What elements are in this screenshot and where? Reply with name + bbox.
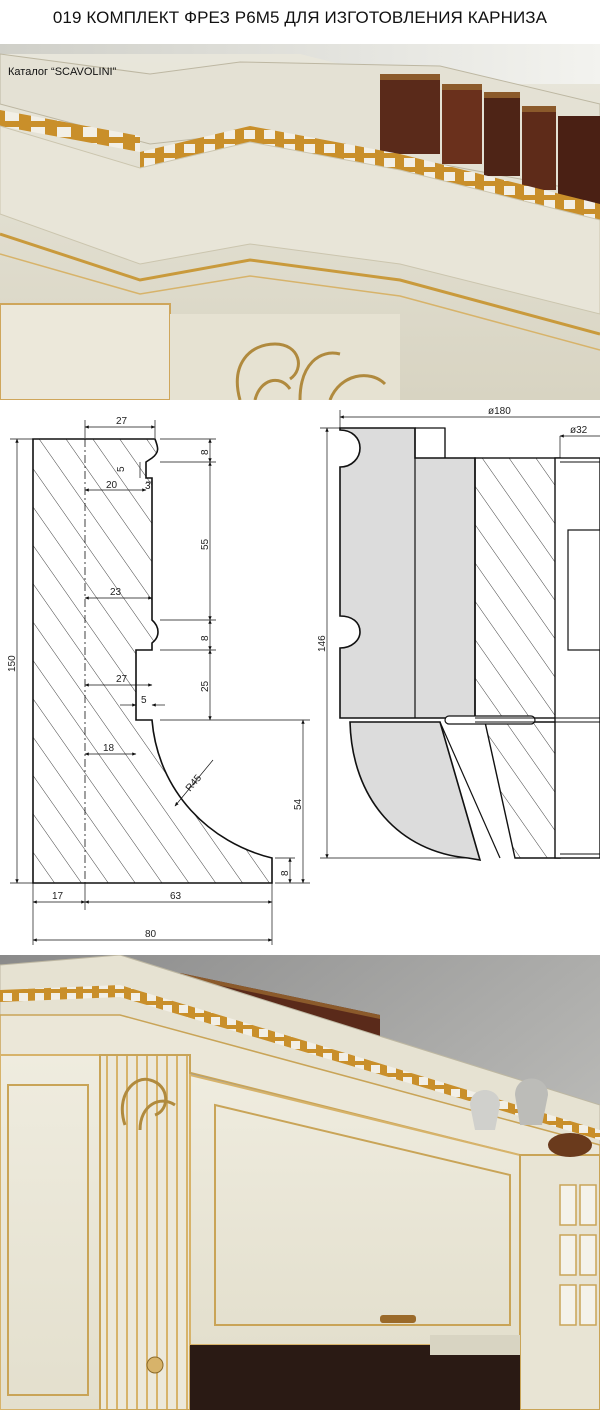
dim-150: 150 (7, 655, 18, 672)
dim-bore-32: ø32 (570, 425, 588, 436)
dim-r45: R45 (184, 772, 205, 793)
spacer-ring (444, 715, 536, 725)
cornice-profile (32, 438, 273, 884)
cabinet-main-panel (214, 1103, 511, 1326)
backsplash (190, 1345, 520, 1410)
pilaster-bottom (99, 1054, 191, 1410)
dim-63: 63 (170, 891, 182, 902)
dim-5-mid: 5 (141, 695, 147, 706)
dim-23: 23 (110, 587, 122, 598)
dentil-band-mid (140, 126, 250, 168)
dentil-band-left (0, 110, 140, 152)
kitchen-photo-bottom (0, 955, 600, 1410)
cutter-dimensions (320, 410, 600, 859)
knob-left (146, 1356, 164, 1374)
cornice-photo-top (0, 44, 600, 400)
cabinet-panel (0, 303, 171, 400)
cutter-dimension-labels: ø180 ø32 146 (317, 406, 588, 652)
carved-acanthus (235, 342, 387, 400)
dim-27-top: 27 (116, 416, 128, 427)
dim-17: 17 (52, 891, 64, 902)
cutter-body-lower (349, 721, 482, 861)
cutter-body-upper (339, 427, 476, 719)
profile-dimensions (10, 420, 310, 945)
handle (380, 1315, 416, 1323)
profile-outline (32, 438, 273, 884)
books (380, 74, 600, 206)
dim-146: 146 (317, 635, 328, 652)
gold-line-2 (0, 253, 600, 351)
spindle-key (567, 529, 600, 651)
dim-8-top: 8 (200, 449, 211, 455)
hub-lower (484, 721, 561, 859)
dim-8-bottom: 8 (280, 870, 291, 876)
dim-18: 18 (103, 743, 115, 754)
catalog-caption: Каталог “SCAVOLINI” (8, 66, 117, 78)
dim-diameter-180: ø180 (488, 406, 511, 417)
vases (470, 1078, 592, 1157)
cutter-assembly (339, 427, 600, 861)
hood-edge (430, 1335, 520, 1355)
spindle (554, 457, 600, 859)
cornice-body (0, 125, 600, 315)
pilaster (170, 314, 400, 400)
page-title: 019 КОМПЛЕКТ ФРЕЗ Р6М5 ДЛЯ ИЗГОТОВЛЕНИЯ … (52, 8, 548, 27)
glass-panes (559, 1184, 597, 1326)
dim-54: 54 (293, 798, 304, 810)
dim-3: 3 (145, 481, 151, 492)
cabinet-left (0, 1054, 101, 1410)
hub-upper (474, 457, 561, 719)
corbel-carving (120, 1077, 176, 1131)
dim-27-mid: 27 (116, 674, 128, 685)
cutter-lower-line (439, 721, 501, 859)
dim-20: 20 (106, 480, 118, 491)
technical-drawing: 27 8 5 20 3 55 23 8 27 25 5 18 R45 54 8 … (7, 406, 600, 945)
gold-line (0, 232, 600, 336)
cutter-top-step (415, 427, 446, 458)
dentil-band-right (250, 126, 600, 220)
profile-dimension-labels: 27 8 5 20 3 55 23 8 27 25 5 18 R45 54 8 … (7, 416, 304, 940)
dim-55: 55 (200, 538, 211, 550)
dim-5-top: 5 (116, 466, 127, 472)
dim-8-mid: 8 (200, 635, 211, 641)
cabinet-left-panel (7, 1084, 89, 1396)
dim-80: 80 (145, 929, 157, 940)
dim-25: 25 (200, 680, 211, 692)
